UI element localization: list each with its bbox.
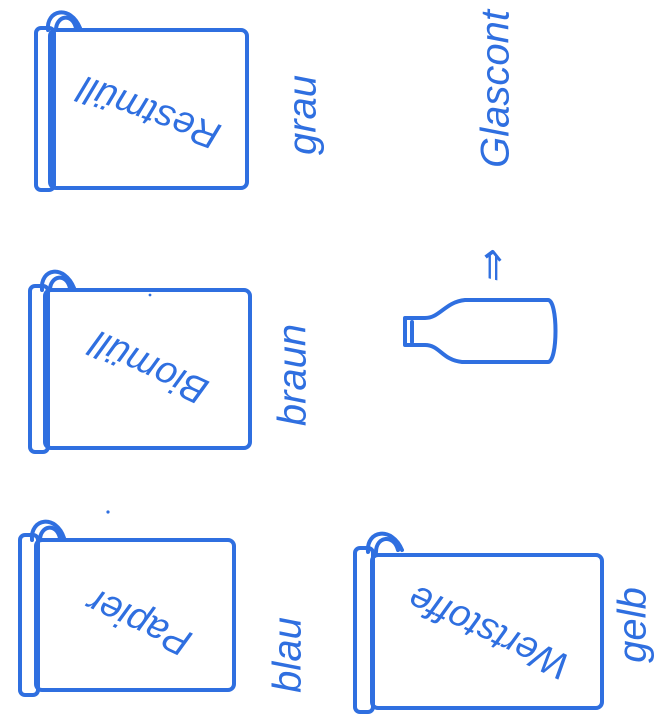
color-label-grau: grau bbox=[281, 75, 325, 155]
bin-papier: Papier bbox=[18, 519, 236, 697]
color-label-gelb: gelb bbox=[611, 587, 655, 663]
bin-label-papier: Papier bbox=[79, 579, 198, 664]
color-label-braun: braun bbox=[271, 324, 315, 426]
bin-biomuell: Biomüll bbox=[28, 269, 252, 454]
color-label-blau: blau bbox=[266, 617, 310, 693]
stray-dot bbox=[106, 510, 110, 514]
bin-label-biomuell: Biomüll bbox=[82, 321, 214, 412]
arrow-icon: ⇒ bbox=[471, 250, 515, 285]
bin-label-restmuell: Restmüll bbox=[71, 66, 226, 157]
glass-container-label: Glascont bbox=[474, 8, 518, 168]
stray-dot bbox=[148, 293, 152, 297]
glass-bottle-icon bbox=[403, 298, 558, 364]
bin-restmuell: Restmüll bbox=[34, 10, 249, 192]
bin-label-wertstoffe: Wertstoffe bbox=[402, 576, 576, 687]
bin-wertstoffe: Wertstoffe bbox=[353, 531, 604, 714]
